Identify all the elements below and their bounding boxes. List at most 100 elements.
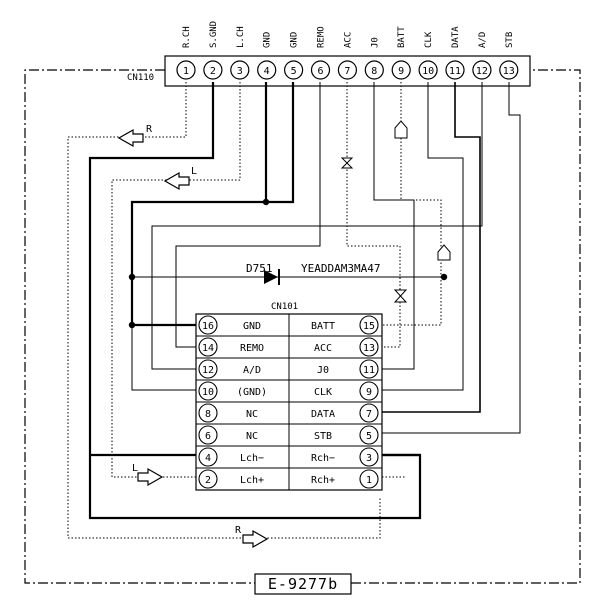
diode-part: YEADDAM3MA47 <box>301 262 380 275</box>
pin-number-right: 5 <box>366 431 372 442</box>
ferrite-batt-lower-symbol <box>437 244 451 261</box>
pin-circle-left <box>198 359 218 379</box>
junctions <box>128 198 448 329</box>
arrow-r-top <box>117 128 144 148</box>
wire-acc <box>346 82 401 348</box>
ferrite-batt-symbol <box>394 120 408 139</box>
cn110-pin: 12A/D <box>472 32 492 80</box>
pin-number: 8 <box>371 66 377 77</box>
signal-label-r-top: R <box>146 124 153 135</box>
pin-circle-right <box>359 447 379 467</box>
cn110-name: CN110 <box>127 73 154 83</box>
pin-number-left: 12 <box>202 365 214 376</box>
pin-circle-right <box>359 403 379 423</box>
pin-circle-right <box>359 425 379 445</box>
pin-number-right: 1 <box>366 475 372 486</box>
pin-number-right: 13 <box>363 343 375 354</box>
wire-remo <box>175 82 321 348</box>
pin-number-right: 7 <box>366 409 372 420</box>
ferrite-acc-lower-symbol <box>393 289 408 303</box>
pin-number: 10 <box>422 66 434 77</box>
pin-circle-right <box>359 469 379 489</box>
pin-label: S.GND <box>209 21 219 48</box>
pin-label-right: ACC <box>314 343 332 354</box>
pin-number: 11 <box>449 66 461 77</box>
drawing-code: E-9277b <box>254 573 352 595</box>
pin-label-right: Rch− <box>311 453 335 464</box>
diode-ref: D751 <box>246 262 273 275</box>
pin-number: 6 <box>317 66 323 77</box>
signal-label-l-bottom: L <box>132 463 138 474</box>
pin-label: A/D <box>478 32 488 48</box>
cn110-pin: 8J0 <box>364 37 384 80</box>
junction-dot <box>262 198 270 206</box>
cn110-connector: CN110 1R.CH2S.GND3L.CH4GND5GND6REMO7ACC8… <box>127 21 531 87</box>
cn110-pin: 2S.GND <box>203 21 223 80</box>
pin-number: 1 <box>183 66 189 77</box>
pin-label-right: BATT <box>311 321 335 332</box>
wire-clk <box>382 82 464 391</box>
pin-circle <box>257 60 277 80</box>
cn110-pin: 3L.CH <box>230 26 250 80</box>
pin-number-right: 11 <box>363 365 375 376</box>
signal-label-l-top: L <box>191 166 197 177</box>
pin-label: GND <box>263 32 273 48</box>
pin-circle <box>445 60 465 80</box>
signal-label-r-bottom: R <box>235 525 242 536</box>
enclosure-border <box>24 69 581 584</box>
pin-label: GND <box>290 32 300 48</box>
pin-number-left: 8 <box>205 409 211 420</box>
pin-circle <box>364 60 384 80</box>
pin-number: 4 <box>264 66 270 77</box>
cn110-pin: 7 ACC <box>337 32 357 80</box>
pin-circle <box>499 60 519 80</box>
pin-label: R.CH <box>182 26 192 48</box>
pin-number-left: 10 <box>202 387 214 398</box>
pin-circle <box>418 60 438 80</box>
cn110-pin: 11 DATA <box>445 26 465 80</box>
pin-circle <box>284 60 304 80</box>
pin-circle-left <box>198 381 218 401</box>
drawing-code-text: E-9277b <box>268 575 338 593</box>
junction-dot <box>128 321 136 329</box>
pin-circle <box>391 60 411 80</box>
cn110-pin: 4 GND <box>257 32 277 80</box>
pin-label-left: Lch− <box>240 453 264 464</box>
junction-dot <box>440 273 448 281</box>
pin-circle <box>230 60 250 80</box>
pin-label: DATA <box>451 26 461 48</box>
pin-label: ACC <box>343 32 353 48</box>
signal-arrows <box>117 128 269 549</box>
pin-number: 7 <box>344 66 350 77</box>
pin-circle <box>176 60 196 80</box>
pin-label-left: REMO <box>240 343 264 354</box>
wire-ad <box>151 82 483 370</box>
arrow-l-top <box>163 171 190 191</box>
cn110-pin: 1 R.CH <box>176 26 196 80</box>
arrow-r-bottom <box>242 529 269 549</box>
pin-circle-right <box>359 381 379 401</box>
diode-d751: D751 YEADDAM3MA47 <box>246 262 380 285</box>
pin-circle <box>337 60 357 80</box>
pin-number: 9 <box>398 66 404 77</box>
pin-number: 3 <box>237 66 243 77</box>
pin-circle-right <box>359 315 379 335</box>
pin-number-left: 6 <box>205 431 211 442</box>
wire-gnd10 <box>131 202 196 391</box>
pin-circle-left <box>198 425 218 445</box>
wire-data <box>382 82 481 413</box>
pin-circle-left <box>198 337 218 357</box>
pin-number-left: 2 <box>205 475 211 486</box>
pin-label: STB <box>505 32 515 48</box>
wire-stb <box>382 82 521 434</box>
pin-label-right: CLK <box>314 387 332 398</box>
